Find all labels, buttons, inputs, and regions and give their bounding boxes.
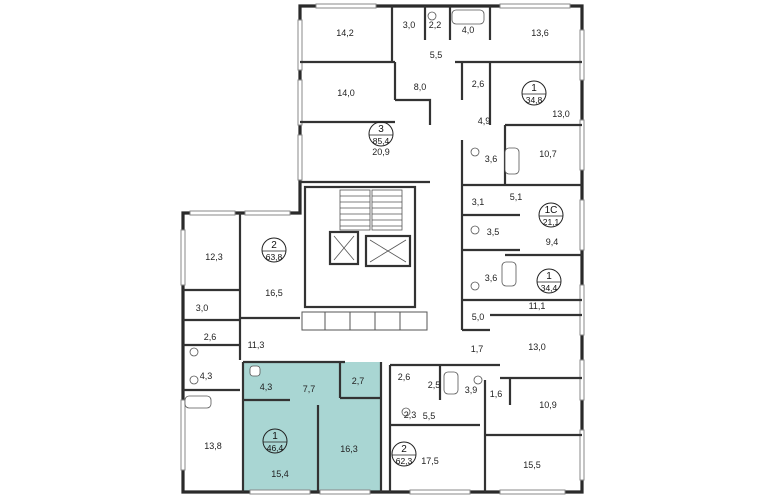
room-area-r-2-6c: 2,6 (398, 372, 411, 382)
interior-walls (183, 6, 582, 492)
stairs (333, 189, 407, 263)
apartment-room-count: 2 (401, 444, 407, 455)
room-area-r-3-6b: 3,6 (485, 273, 498, 283)
room-area-r-3-5: 3,5 (487, 227, 500, 237)
apartment-room-count: 2 (271, 240, 277, 251)
apartment-circle (261, 237, 287, 263)
storage-units (301, 311, 428, 331)
room-area-r-8-0: 8,0 (414, 82, 427, 92)
apartment-total-area: 21,1 (543, 217, 560, 227)
room-area-r-9-4: 9,4 (546, 237, 559, 247)
apartment-marker-apt-2-63-8: 263,8 (261, 237, 287, 263)
apartment-marker-apt-1-34-4: 134,4 (536, 268, 562, 294)
room-area-r-13-0b: 13,0 (528, 342, 546, 352)
room-area-r-13-8: 13,8 (204, 441, 222, 451)
bathroom-fixtures (184, 9, 520, 417)
room-area-r-20-9: 20,9 (372, 147, 390, 157)
room-area-r-2-2a: 2,2 (429, 20, 442, 30)
room-area-r-4-0: 4,0 (462, 25, 475, 35)
room-area-r-5-5b: 5,5 (423, 411, 436, 421)
room-area-r-4-9: 4,9 (478, 116, 491, 126)
room-area-r-2-6b: 2,6 (204, 332, 217, 342)
apartment-total-area: 34,4 (541, 283, 558, 293)
room-area-r-1-6: 1,6 (490, 389, 503, 399)
room-area-r-14-0: 14,0 (337, 88, 355, 98)
room-area-r-2-5: 2,5 (428, 380, 441, 390)
room-area-r-7-7: 7,7 (303, 384, 316, 394)
apartment-room-count: 1 (531, 83, 537, 94)
room-area-r-2-7: 2,7 (352, 376, 365, 386)
apartment-marker-apt-3-85: 385,4 (368, 121, 394, 147)
apartment-total-area: 62,3 (396, 456, 413, 466)
apartment-circle (262, 428, 288, 454)
room-area-r-13-0a: 13,0 (552, 109, 570, 119)
room-area-r-12-3: 12,3 (205, 252, 223, 262)
room-area-r-5-0: 5,0 (472, 312, 485, 322)
room-area-r-10-9: 10,9 (539, 400, 557, 410)
apartment-room-count: 1С (545, 205, 558, 216)
apartment-room-count: 1 (272, 431, 278, 442)
room-area-r-15-5: 15,5 (523, 460, 541, 470)
room-area-r-5-5a: 5,5 (430, 50, 443, 60)
room-area-r-16-3: 16,3 (340, 444, 358, 454)
apartment-circle (536, 268, 562, 294)
apartment-total-area: 63,8 (266, 252, 283, 262)
room-area-r-2-6a: 2,6 (472, 79, 485, 89)
room-area-r-3-6a: 3,6 (485, 154, 498, 164)
room-area-r-15-4: 15,4 (271, 469, 289, 479)
apartment-circle (521, 80, 547, 106)
room-area-r-16-5: 16,5 (265, 288, 283, 298)
room-area-r-17-5: 17,5 (421, 456, 439, 466)
apartment-circle (368, 121, 394, 147)
room-area-r-14-2: 14,2 (336, 28, 354, 38)
apartment-total-area: 85,4 (373, 136, 390, 146)
room-area-r-13-6: 13,6 (531, 28, 549, 38)
apartment-circle (538, 202, 564, 228)
room-area-r-3-1: 3,1 (472, 197, 485, 207)
room-area-r-5-1: 5,1 (510, 192, 523, 202)
room-area-r-11-1: 11,1 (529, 301, 546, 311)
room-area-r-4-3b: 4,3 (200, 371, 213, 381)
apartment-circle (391, 441, 417, 467)
room-area-r-2-3: 2,3 (404, 410, 417, 420)
apartment-total-area: 34,8 (526, 95, 543, 105)
apartment-marker-apt-2-62-3: 262,3 (391, 441, 417, 467)
room-area-r-10-7: 10,7 (539, 149, 557, 159)
apartment-marker-apt-1-46-4: 146,4 (262, 428, 288, 454)
apartment-total-area: 46,4 (267, 443, 284, 453)
room-area-r-11-3: 11,3 (248, 340, 265, 350)
apartment-marker-apt-1-34-8: 134,8 (521, 80, 547, 106)
room-area-r-3-0b: 3,0 (196, 303, 209, 313)
apartment-room-count: 1 (546, 271, 552, 282)
room-area-r-3-0a: 3,0 (403, 20, 416, 30)
highlight-apartment-46-4 (243, 362, 381, 492)
room-area-r-1-7: 1,7 (471, 344, 484, 354)
apartment-room-count: 3 (378, 124, 384, 135)
windows (180, 3, 585, 495)
room-area-r-3-9: 3,9 (465, 385, 478, 395)
outer-walls (181, 4, 584, 494)
room-area-r-4-3a: 4,3 (260, 382, 273, 392)
